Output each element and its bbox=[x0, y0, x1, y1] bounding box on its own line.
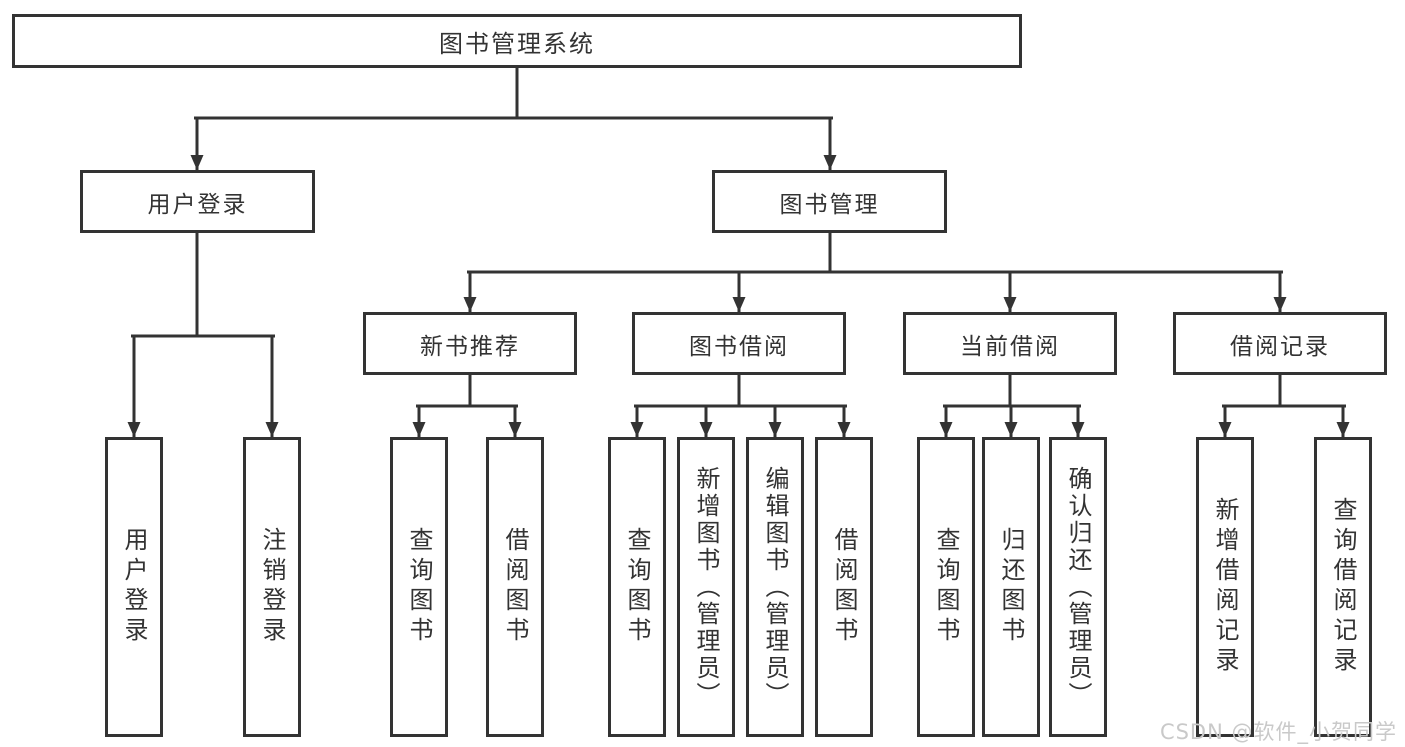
leaf-query-borrow-record: 查询借阅记录 bbox=[1314, 437, 1372, 737]
leaf-label: 借阅图书 bbox=[830, 527, 858, 647]
node-user-login: 用户登录 bbox=[80, 170, 315, 233]
connector-book-management-to-level3 bbox=[463, 231, 1287, 314]
leaf-borrow-book-under-recommend: 借阅图书 bbox=[486, 437, 544, 737]
leaf-label: 查询图书 bbox=[932, 527, 960, 647]
leaf-logout: 注销登录 bbox=[243, 437, 301, 737]
leaf-label: 查询借阅记录 bbox=[1329, 497, 1357, 677]
leaf-add-book-admin: 新增图书（管理员） bbox=[677, 437, 735, 737]
leaf-label: 用户登录 bbox=[120, 527, 148, 647]
node-current-borrow: 当前借阅 bbox=[903, 312, 1117, 375]
leaf-add-borrow-record: 新增借阅记录 bbox=[1196, 437, 1254, 737]
leaf-borrow-book-under-borrow: 借阅图书 bbox=[815, 437, 873, 737]
connector-current-to-leaves bbox=[939, 373, 1085, 439]
node-root-system: 图书管理系统 bbox=[12, 14, 1022, 68]
leaf-label: 新增借阅记录 bbox=[1211, 497, 1239, 677]
leaf-query-book-under-recommend: 查询图书 bbox=[390, 437, 448, 737]
leaf-label: 归还图书 bbox=[997, 527, 1025, 647]
leaf-label: 借阅图书 bbox=[501, 527, 529, 647]
leaf-label: 查询图书 bbox=[405, 527, 433, 647]
connector-borrow-to-leaves bbox=[630, 373, 851, 439]
csdn-watermark: CSDN @软件_小贺同学 bbox=[1159, 720, 1397, 744]
node-book-management: 图书管理 bbox=[712, 170, 947, 233]
connector-record-to-leaves bbox=[1218, 373, 1350, 439]
leaf-edit-book-admin: 编辑图书（管理员） bbox=[746, 437, 804, 737]
node-book-borrow: 图书借阅 bbox=[632, 312, 846, 375]
leaf-label: 编辑图书（管理员） bbox=[761, 465, 789, 709]
leaf-label: 确认归还（管理员） bbox=[1064, 465, 1092, 709]
connector-user-login-to-leaves bbox=[127, 231, 279, 439]
leaf-label: 新增图书（管理员） bbox=[692, 465, 720, 709]
node-borrow-record: 借阅记录 bbox=[1173, 312, 1387, 375]
connector-root-to-level2 bbox=[190, 66, 837, 172]
leaf-user-login: 用户登录 bbox=[105, 437, 163, 737]
leaf-label: 注销登录 bbox=[258, 527, 286, 647]
leaf-query-book-under-current: 查询图书 bbox=[917, 437, 975, 737]
leaf-query-book-under-borrow: 查询图书 bbox=[608, 437, 666, 737]
connector-recommend-to-leaves bbox=[412, 373, 522, 439]
leaf-confirm-return-admin: 确认归还（管理员） bbox=[1049, 437, 1107, 737]
leaf-label: 查询图书 bbox=[623, 527, 651, 647]
leaf-return-book: 归还图书 bbox=[982, 437, 1040, 737]
node-new-book-recommend: 新书推荐 bbox=[363, 312, 577, 375]
